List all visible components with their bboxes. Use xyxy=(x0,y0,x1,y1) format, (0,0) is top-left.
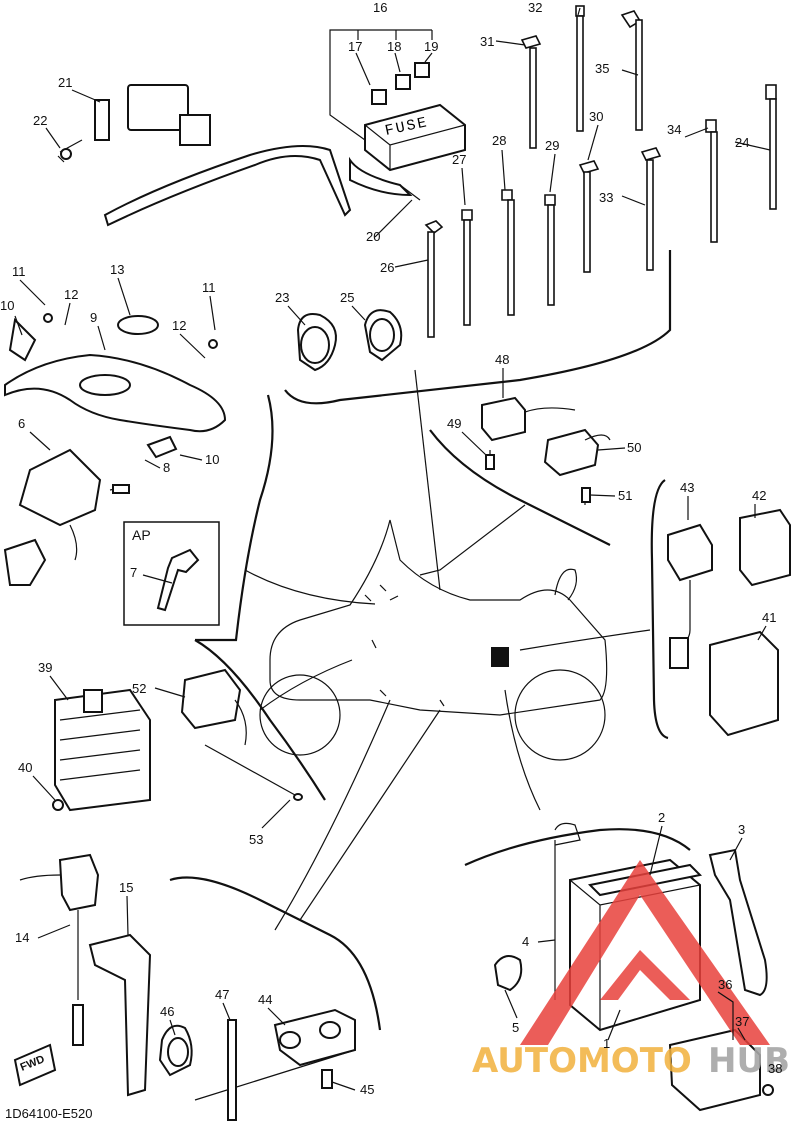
callout-9: 9 xyxy=(90,310,97,325)
leader-line-left xyxy=(244,569,376,605)
callout-numbers: 1 2 3 4 5 6 7 8 9 10 10 11 11 12 12 13 1… xyxy=(0,0,782,1097)
diagram-code: 1D64100-E520 xyxy=(5,1106,92,1121)
callout-40: 40 xyxy=(18,760,32,775)
relays-48-50 xyxy=(481,396,611,505)
callout-51: 51 xyxy=(618,488,632,503)
callout-23: 23 xyxy=(275,290,289,305)
callout-4: 4 xyxy=(522,934,529,949)
ap-inset: AP xyxy=(123,521,220,626)
callout-7: 7 xyxy=(130,565,137,580)
leader-16 xyxy=(329,29,433,141)
callout-45: 45 xyxy=(360,1082,374,1097)
callout-18: 18 xyxy=(387,39,401,54)
callout-1: 1 xyxy=(603,1036,610,1051)
leader-line-top xyxy=(414,369,441,591)
callout-48: 48 xyxy=(495,352,509,367)
callout-39: 39 xyxy=(38,660,52,675)
callout-25: 25 xyxy=(340,290,354,305)
callout-10-left: 10 xyxy=(0,298,14,313)
callout-17: 17 xyxy=(348,39,362,54)
cable-ties xyxy=(424,5,777,338)
callout-36: 36 xyxy=(718,977,732,992)
callout-leaders xyxy=(14,7,771,1091)
callout-28: 28 xyxy=(492,133,506,148)
callout-46: 46 xyxy=(160,1004,174,1019)
callout-22: 22 xyxy=(33,113,47,128)
callout-38: 38 xyxy=(768,1061,782,1076)
callout-26: 26 xyxy=(380,260,394,275)
leader-line-right xyxy=(519,629,651,651)
callout-12-left: 12 xyxy=(64,287,78,302)
wire-harness-top xyxy=(103,145,352,227)
callout-13: 13 xyxy=(110,262,124,277)
callout-16: 16 xyxy=(373,0,387,15)
callout-34: 34 xyxy=(667,122,681,137)
callout-32: 32 xyxy=(528,0,542,15)
callout-24: 24 xyxy=(735,135,749,150)
callout-27: 27 xyxy=(452,152,466,167)
watermark-logo xyxy=(520,860,770,1045)
callout-14: 14 xyxy=(15,930,29,945)
switch-14-bracket-15: FWD xyxy=(13,853,152,1097)
main-switch-cover xyxy=(3,313,227,586)
callout-20: 20 xyxy=(366,229,380,244)
callout-11-left: 11 xyxy=(12,264,26,279)
leader-line-regulator xyxy=(259,659,353,711)
right-group-bracket xyxy=(650,479,669,740)
callout-37: 37 xyxy=(735,1014,749,1029)
callout-15: 15 xyxy=(119,880,133,895)
motorcycle-outline xyxy=(259,519,608,761)
mounts-44-47 xyxy=(158,1008,356,1121)
callout-19: 19 xyxy=(424,39,438,54)
lower-center-bracket xyxy=(169,876,382,1031)
watermark-text-suffix: HUB xyxy=(708,1041,790,1081)
callout-41: 41 xyxy=(762,610,776,625)
callout-47: 47 xyxy=(215,987,229,1002)
callout-6: 6 xyxy=(18,416,25,431)
fuse-box: FUSE xyxy=(349,62,466,201)
callout-5: 5 xyxy=(512,1020,519,1035)
callout-50: 50 xyxy=(627,440,641,455)
callout-31: 31 xyxy=(480,34,494,49)
leader-line-lower2 xyxy=(299,709,441,921)
callout-2: 2 xyxy=(658,810,665,825)
callout-10-right: 10 xyxy=(205,452,219,467)
top-group-bracket xyxy=(284,250,672,405)
callout-49: 49 xyxy=(447,416,461,431)
leader-line-relay xyxy=(419,504,526,576)
regulator-39 xyxy=(52,688,151,812)
battery-group-bracket xyxy=(464,828,691,867)
leader-line-lower xyxy=(274,699,391,931)
callout-8: 8 xyxy=(163,460,170,475)
callout-12-right: 12 xyxy=(172,318,186,333)
callout-52: 52 xyxy=(132,681,146,696)
clamps-23-25 xyxy=(296,309,403,372)
callout-44: 44 xyxy=(258,992,272,1007)
callout-33: 33 xyxy=(599,190,613,205)
callout-21: 21 xyxy=(58,75,72,90)
callout-11-right: 11 xyxy=(202,280,216,295)
leader-line-battery xyxy=(504,689,541,811)
callout-3: 3 xyxy=(738,822,745,837)
callout-53: 53 xyxy=(249,832,263,847)
relay-units-41-43 xyxy=(667,508,791,737)
watermark-text-main: AUTOMOTO xyxy=(472,1041,692,1081)
relay-unit-21 xyxy=(57,84,211,163)
left-top-group-bracket xyxy=(195,394,274,642)
callout-30: 30 xyxy=(589,109,603,124)
callout-43: 43 xyxy=(680,480,694,495)
callout-42: 42 xyxy=(752,488,766,503)
callout-29: 29 xyxy=(545,138,559,153)
middle-group-bracket xyxy=(194,639,326,801)
relay-group-bracket xyxy=(429,429,611,546)
ap-label: AP xyxy=(132,527,151,543)
callout-35: 35 xyxy=(595,61,609,76)
relay-52 xyxy=(180,668,303,801)
